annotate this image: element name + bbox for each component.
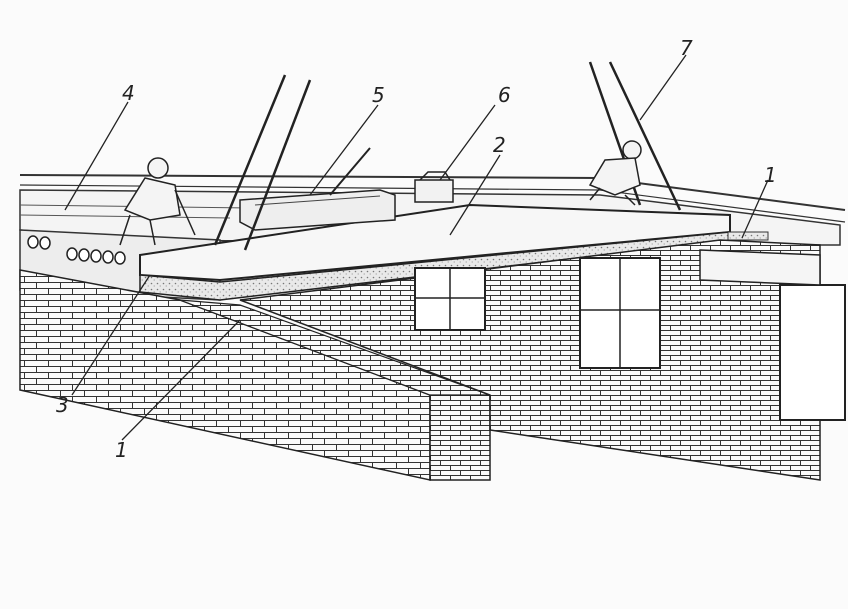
callout-6: 6: [498, 83, 511, 107]
front-wall: [19, 269, 491, 481]
toolbox: [414, 171, 454, 203]
callout-4: 4: [122, 81, 135, 105]
callout-3: 3: [56, 393, 69, 417]
callout-7: 7: [680, 36, 693, 60]
callout-1-left: 1: [115, 438, 128, 462]
worker-left: [119, 157, 196, 246]
worker-right: [588, 140, 642, 206]
callout-5: 5: [372, 83, 385, 107]
mortar-box: [239, 147, 396, 231]
callout-1-right: 1: [764, 163, 777, 187]
side-wall: [239, 239, 846, 481]
leader-lines: [64, 54, 769, 441]
callout-2: 2: [493, 133, 506, 157]
